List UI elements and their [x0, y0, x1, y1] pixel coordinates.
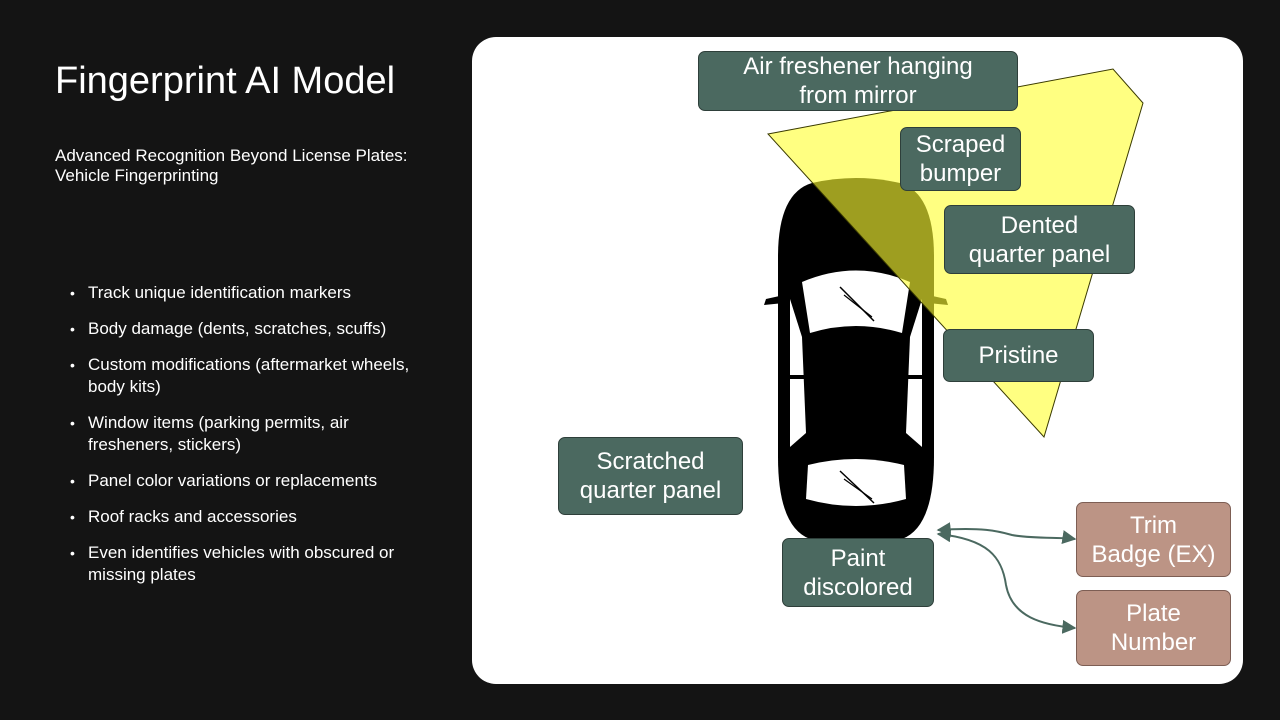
list-item: • Panel color variations or replacements — [70, 470, 410, 492]
list-item: • Window items (parking permits, air fres… — [70, 412, 410, 456]
bullet-dot-icon: • — [70, 545, 75, 561]
label-pristine: Pristine — [943, 329, 1094, 382]
list-item: • Even identifies vehicles with obscured … — [70, 542, 410, 586]
list-item-text: Window items (parking permits, air fresh… — [88, 413, 349, 454]
list-item-text: Custom modifications (aftermarket wheels… — [88, 355, 410, 396]
diagram-panel: Air freshener hanging from mirror Scrape… — [472, 37, 1243, 684]
label-scraped-bumper: Scraped bumper — [900, 127, 1021, 191]
label-trim-badge: Trim Badge (EX) — [1076, 502, 1231, 577]
list-item-text: Even identifies vehicles with obscured o… — [88, 543, 395, 584]
label-paint-discolored: Paint discolored — [782, 538, 934, 607]
bullet-dot-icon: • — [70, 357, 75, 373]
list-item-text: Panel color variations or replacements — [88, 471, 378, 490]
feature-list: • Track unique identification markers • Bo… — [70, 282, 410, 600]
slide-title: Fingerprint AI Model — [55, 60, 396, 102]
arrow-icon — [936, 528, 1077, 634]
list-item: • Track unique identification markers — [70, 282, 410, 304]
list-item-text: Body damage (dents, scratches, scuffs) — [88, 319, 387, 338]
list-item: • Roof racks and accessories — [70, 506, 410, 528]
bullet-dot-icon: • — [70, 285, 75, 301]
bullet-dot-icon: • — [70, 415, 75, 431]
bullet-dot-icon: • — [70, 509, 75, 525]
list-item-text: Track unique identification markers — [88, 283, 351, 302]
label-dented-quarter-panel: Dented quarter panel — [944, 205, 1135, 274]
slide-subtitle: Advanced Recognition Beyond License Plat… — [55, 146, 408, 185]
bullet-dot-icon: • — [70, 321, 75, 337]
list-item: • Custom modifications (aftermarket wheel… — [70, 354, 410, 398]
label-air-freshener: Air freshener hanging from mirror — [698, 51, 1018, 111]
list-item: • Body damage (dents, scratches, scuffs) — [70, 318, 410, 340]
label-scratched-quarter-panel: Scratched quarter panel — [558, 437, 743, 515]
list-item-text: Roof racks and accessories — [88, 507, 297, 526]
label-plate-number: Plate Number — [1076, 590, 1231, 666]
bullet-dot-icon: • — [70, 473, 75, 489]
